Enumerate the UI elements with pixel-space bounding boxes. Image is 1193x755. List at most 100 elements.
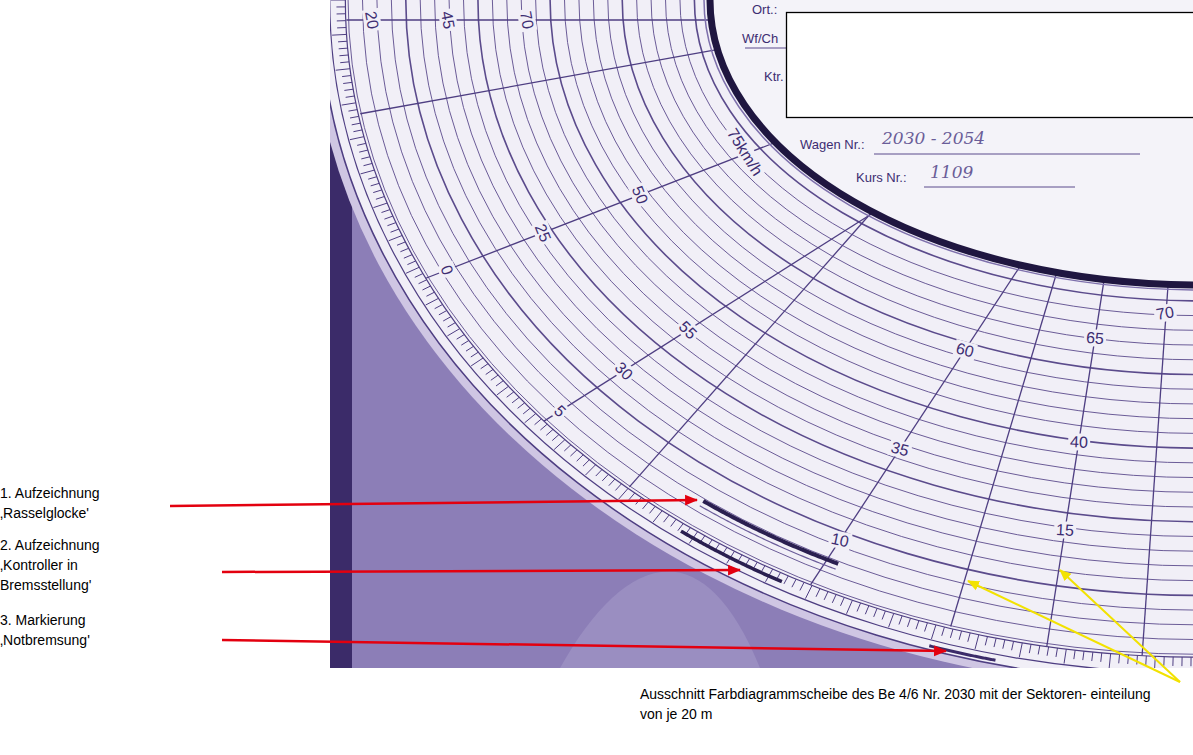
form-label: Kurs Nr.: bbox=[856, 170, 907, 186]
sector-tick bbox=[671, 519, 676, 526]
sector-tick bbox=[942, 627, 945, 636]
sector-tick bbox=[338, 41, 347, 43]
sector-tick bbox=[381, 210, 390, 213]
sector-tick bbox=[889, 613, 894, 627]
sector-tick bbox=[959, 631, 962, 640]
scale-number: 0 bbox=[437, 261, 458, 279]
annotation-label: 2. Aufzeichnung ‚Kontroller in Bremsstel… bbox=[0, 535, 118, 595]
sector-tick bbox=[342, 76, 351, 77]
sector-tick bbox=[353, 130, 362, 132]
sector-tick bbox=[357, 143, 366, 145]
sector-tick bbox=[540, 424, 547, 430]
scale-number: 70 bbox=[1153, 303, 1177, 324]
scale-ring bbox=[435, 0, 1193, 566]
sector-tick bbox=[609, 479, 615, 486]
sector-tick bbox=[1101, 653, 1102, 662]
sector-tick bbox=[481, 364, 488, 369]
sector-tick bbox=[419, 280, 427, 284]
sector-line bbox=[360, 50, 715, 114]
sector-tick bbox=[404, 255, 412, 259]
sector-line bbox=[811, 265, 1021, 584]
sector-tick bbox=[1083, 651, 1084, 660]
annotation-label: 3. Markierung ‚Notbremsung' bbox=[0, 610, 118, 650]
sector-tick bbox=[361, 157, 370, 159]
sector-tick bbox=[615, 484, 621, 491]
sector-tick bbox=[337, 27, 346, 28]
sector-tick bbox=[336, 6, 345, 7]
sector-tick bbox=[350, 137, 364, 140]
sector-tick bbox=[805, 586, 812, 599]
scale-ring bbox=[666, 0, 1193, 330]
sector-tick bbox=[596, 470, 602, 477]
sector-line bbox=[544, 213, 873, 421]
scale-ring bbox=[406, 0, 1193, 595]
sector-tick bbox=[518, 403, 525, 409]
brake-record bbox=[681, 531, 782, 582]
sector-tick bbox=[415, 274, 423, 278]
sector-tick bbox=[384, 216, 392, 219]
sector-tick bbox=[376, 197, 385, 200]
sector-tick bbox=[471, 358, 483, 366]
scale-number: 25 bbox=[531, 220, 555, 247]
bell-record bbox=[700, 506, 836, 569]
yellow-arrow bbox=[1060, 570, 1180, 682]
sector-tick bbox=[618, 488, 628, 499]
sector-tick bbox=[387, 223, 395, 226]
sector-tick bbox=[1190, 657, 1191, 666]
sector-tick bbox=[653, 511, 662, 522]
sector-tick bbox=[343, 82, 352, 83]
sector-tick bbox=[570, 450, 577, 456]
sector-tick bbox=[364, 163, 373, 165]
scale-ring bbox=[680, 0, 1193, 316]
sector-tick bbox=[350, 116, 359, 118]
scale-ring bbox=[694, 0, 1193, 301]
sector-tick bbox=[1056, 648, 1057, 657]
scale-ring bbox=[377, 0, 1193, 625]
form-rule bbox=[924, 187, 1075, 188]
sector-tick bbox=[1181, 657, 1182, 666]
sector-tick bbox=[650, 506, 656, 513]
sector-line bbox=[1142, 285, 1168, 656]
sector-tick bbox=[899, 616, 902, 625]
sector-tick bbox=[847, 600, 853, 613]
sector-tick bbox=[554, 440, 565, 450]
scale-number: 35 bbox=[887, 438, 912, 460]
sector-tick bbox=[507, 392, 514, 397]
sector-tick bbox=[1136, 655, 1138, 664]
sector-tick bbox=[336, 69, 350, 71]
scale-ring bbox=[464, 0, 1193, 537]
sector-tick bbox=[346, 96, 355, 97]
sector-tick bbox=[496, 381, 503, 386]
form-label: Wagen Nr.: bbox=[800, 137, 865, 153]
sector-tick bbox=[643, 502, 649, 509]
sector-tick bbox=[466, 346, 474, 351]
scale-ring bbox=[637, 0, 1193, 360]
disc-edge bbox=[330, 0, 1193, 668]
form-rule bbox=[874, 154, 1140, 155]
scale-ring bbox=[449, 0, 1193, 551]
sector-tick bbox=[1109, 654, 1111, 668]
scale-number: 5 bbox=[549, 400, 570, 421]
sector-tick bbox=[457, 335, 465, 340]
figure-caption: Ausschnitt Farbdiagrammscheibe des Be 4/… bbox=[640, 684, 1175, 724]
sector-tick bbox=[1019, 643, 1022, 657]
sector-tick bbox=[339, 54, 348, 56]
scale-ring bbox=[478, 0, 1193, 522]
sector-tick bbox=[342, 103, 356, 105]
sector-tick bbox=[1118, 654, 1120, 663]
sector-tick bbox=[525, 414, 536, 423]
sector-line bbox=[951, 273, 1057, 627]
sector-tick bbox=[373, 190, 382, 193]
annotation-label: 1. Aufzeichnung ‚Rasselglocke' bbox=[0, 483, 118, 523]
sector-tick bbox=[368, 177, 377, 179]
inner-field bbox=[710, 0, 1193, 285]
sector-tick bbox=[552, 435, 559, 441]
scale-number: 45 bbox=[438, 8, 459, 32]
scale-number: 40 bbox=[1068, 433, 1091, 451]
sector-tick bbox=[1029, 644, 1031, 653]
sector-tick bbox=[406, 267, 419, 273]
scale-ring bbox=[391, 0, 1193, 610]
tick-band-ring bbox=[330, 0, 1193, 668]
sector-tick bbox=[629, 493, 635, 500]
